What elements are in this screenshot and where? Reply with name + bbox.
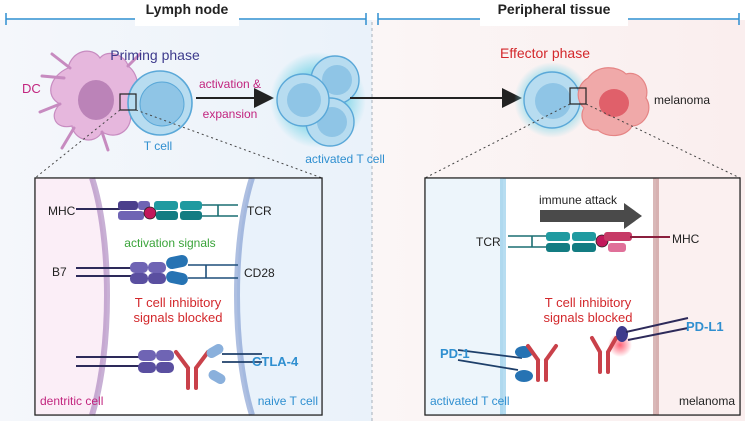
t-cell-naive-top bbox=[127, 70, 193, 136]
header-bar bbox=[5, 6, 740, 26]
pd1-label: PD-1 bbox=[440, 346, 470, 361]
inhibitory-label-right-1: T cell inhibitory bbox=[545, 295, 632, 310]
immune-attack-label: immune attack bbox=[539, 193, 618, 207]
inhibitory-label-left-1: T cell inhibitory bbox=[135, 295, 222, 310]
inhibitory-label-right-2: signals blocked bbox=[544, 310, 633, 325]
left-synapse-panel bbox=[34, 177, 323, 416]
b7-ctla4-blocked bbox=[76, 344, 262, 390]
header-peripheral-tissue: Peripheral tissue bbox=[498, 1, 611, 17]
effector-phase-label: Effector phase bbox=[500, 45, 590, 61]
activation-signals-label: activation signals bbox=[124, 236, 215, 250]
activated-t-cell-label: activated T cell bbox=[305, 152, 385, 166]
activated-t-cells-cluster bbox=[270, 52, 366, 148]
pdl1-label: PD-L1 bbox=[686, 319, 724, 334]
header-lymph-node: Lymph node bbox=[146, 1, 229, 17]
dendritic-cell-label: dentritic cell bbox=[40, 394, 103, 408]
dc-label: DC bbox=[22, 81, 41, 96]
b7-cd28-complex bbox=[76, 254, 238, 286]
activation-label-1: activation & bbox=[199, 77, 261, 91]
pd1-pdl1-blocked bbox=[457, 317, 689, 382]
immune-attack-arrow bbox=[540, 203, 642, 229]
melanoma-cell bbox=[577, 67, 650, 137]
activated-t-cell-panel-label: activated T cell bbox=[430, 394, 510, 408]
ctla4-label: CTLA-4 bbox=[252, 354, 299, 369]
tcr-label-right: TCR bbox=[476, 235, 501, 249]
cd28-label: CD28 bbox=[244, 266, 275, 280]
melanoma-panel-label: melanoma bbox=[679, 394, 735, 408]
right-synapse-panel bbox=[424, 177, 741, 416]
synapse-zoom-box-right bbox=[569, 87, 587, 105]
inhibitory-label-left-2: signals blocked bbox=[134, 310, 223, 325]
synapse-zoom-box-left bbox=[119, 93, 137, 111]
dendritic-cell bbox=[38, 50, 142, 152]
mhc-label-right: MHC bbox=[672, 232, 700, 246]
t-cell-label: T cell bbox=[144, 139, 172, 153]
melanoma-top-label: melanoma bbox=[654, 93, 710, 107]
b7-label: B7 bbox=[52, 265, 67, 279]
naive-t-cell-label: naive T cell bbox=[258, 394, 318, 408]
mhc-tcr-complex-left bbox=[76, 201, 238, 220]
activation-label-2: expansion bbox=[203, 107, 258, 121]
priming-phase-label: Priming phase bbox=[110, 47, 200, 63]
tcr-mhc-complex-right bbox=[508, 232, 670, 252]
tcr-label-left: TCR bbox=[247, 204, 272, 218]
mhc-label-left: MHC bbox=[48, 204, 76, 218]
zoom-lines bbox=[34, 103, 741, 179]
